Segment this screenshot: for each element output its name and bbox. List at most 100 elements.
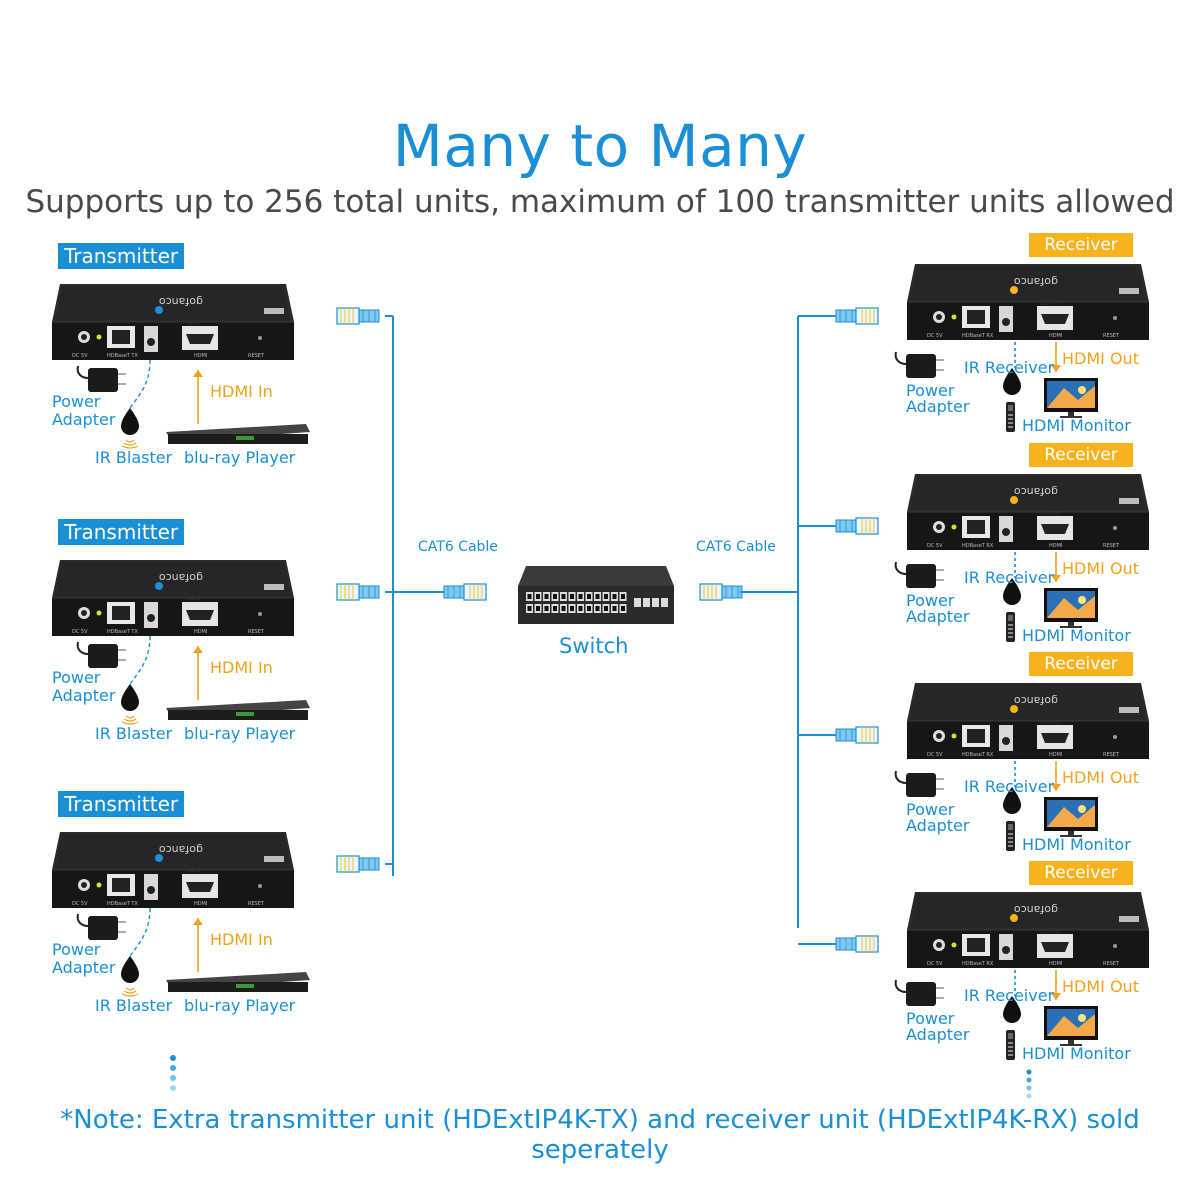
bluray-player-1	[166, 424, 310, 444]
device-front	[907, 302, 1149, 340]
player-display	[236, 712, 254, 716]
ir-eye-body	[1003, 368, 1021, 395]
network-switch	[518, 566, 674, 624]
hdmi-out-label-4: HDMI Out	[1062, 977, 1139, 996]
legend-reset: RESET	[248, 629, 265, 635]
ir-dashed-line-2	[129, 635, 151, 685]
ir-dashed-line-3	[129, 907, 151, 957]
legend-hdmi: HDMI	[1049, 333, 1062, 339]
brand-logo: gofanco	[159, 571, 203, 584]
hdmi-monitor-icon-2	[1044, 588, 1098, 628]
side-label	[1119, 916, 1139, 922]
player-label-1: blu-ray Player	[184, 448, 296, 467]
led	[96, 334, 102, 340]
side-label	[1119, 288, 1139, 294]
rx-more-dot-4	[1026, 1093, 1032, 1099]
side-label	[264, 308, 284, 314]
tx-more-dot-1	[170, 1055, 176, 1061]
rx-power-adapter-4	[894, 979, 944, 1006]
ir-receiver-label-1: IR Receiver	[964, 358, 1055, 377]
tx-cable-plug-3	[336, 855, 380, 873]
device-front	[907, 930, 1149, 968]
legend-hdmi: HDMI	[1049, 961, 1062, 967]
reset-hole	[1113, 735, 1117, 739]
hdmi-out-label-3: HDMI Out	[1062, 768, 1139, 787]
rx-power-label-line2-2: Adapter	[906, 607, 970, 626]
device-front	[907, 721, 1149, 759]
reset-hole	[258, 336, 262, 340]
receiver-tag-4: Receiver	[1029, 861, 1133, 885]
legend-dc: DC 5V	[72, 353, 88, 359]
adapter-body	[88, 916, 118, 940]
rx-more-dot-2	[1026, 1077, 1032, 1083]
brand-logo: gofanco	[1014, 694, 1058, 707]
player-display	[236, 984, 254, 988]
side-label	[264, 856, 284, 862]
rx-power-label-line2-1: Adapter	[906, 397, 970, 416]
bluray-player-2	[166, 700, 310, 720]
legend-hdbt: HDBaseT RX	[962, 333, 994, 339]
brand-logo: gofanco	[1014, 903, 1058, 916]
ir-receiver-icon-2	[1003, 578, 1021, 605]
ir-eye-body	[121, 956, 139, 983]
rx-power-adapter-1	[894, 351, 944, 378]
ir-eye-body	[121, 684, 139, 711]
rx-cable-plug-3	[835, 726, 879, 744]
legend-hdmi: HDMI	[1049, 543, 1062, 549]
legend-dc: DC 5V	[927, 752, 943, 758]
legend-hdbt: HDBaseT RX	[962, 752, 994, 758]
rx-power-label-line1-4: Power	[906, 1009, 955, 1028]
reset-hole	[1113, 526, 1117, 530]
legend-inout: OUTPUT	[1041, 929, 1062, 935]
remote-icon-4	[1006, 1030, 1015, 1060]
power-label-line2-1: Adapter	[52, 410, 116, 429]
led	[951, 524, 957, 530]
legend-inout: INPUT	[186, 597, 202, 603]
brand-dot	[155, 582, 163, 590]
brand-dot	[1010, 705, 1018, 713]
hdmi-monitor-icon-1	[1044, 378, 1098, 418]
legend-inout: INPUT	[186, 321, 202, 327]
power-adapter-2	[76, 641, 126, 668]
legend-hdmi: HDMI	[194, 901, 207, 907]
adapter-body	[906, 354, 936, 378]
tx-cable-plug-1	[336, 307, 380, 325]
legend-hdbt: HDBaseT TX	[107, 353, 138, 359]
power-adapter-1	[76, 365, 126, 392]
legend-inout: OUTPUT	[1041, 720, 1062, 726]
switch-top	[518, 566, 674, 586]
receiver-tag-1: Receiver	[1029, 233, 1133, 257]
reset-hole	[258, 884, 262, 888]
power-adapter-3	[76, 913, 126, 940]
hdmi-out-label-1: HDMI Out	[1062, 349, 1139, 368]
receiver-unit-3: gofanco DC 5V HDBaseT RX HDMI OUTPUT RESET	[907, 683, 1149, 759]
reset-hole	[258, 612, 262, 616]
legend-reset: RESET	[1103, 752, 1120, 758]
switch-left-plug	[443, 583, 487, 601]
rx-power-label-line1-2: Power	[906, 591, 955, 610]
legend-hdbt: HDBaseT TX	[107, 901, 138, 907]
switch-label: Switch	[559, 634, 629, 658]
ir-receiver-label-4: IR Receiver	[964, 986, 1055, 1005]
tx-cable-plug-2	[336, 583, 380, 601]
legend-hdmi: HDMI	[1049, 752, 1062, 758]
monitor-label-4: HDMI Monitor	[1022, 1044, 1131, 1063]
player-display	[236, 436, 254, 440]
brand-dot	[1010, 286, 1018, 294]
led	[951, 733, 957, 739]
transmitter-tag-3: Transmitter	[58, 791, 185, 817]
legend-inout: INPUT	[186, 869, 202, 875]
ir-blaster-label-3: IR Blaster	[95, 996, 173, 1015]
brand-logo: gofanco	[159, 295, 203, 308]
ir-blaster-icon-1	[121, 408, 139, 449]
rx-cable-plug-4	[835, 935, 879, 953]
reset-hole	[1113, 944, 1117, 948]
legend-hdmi: HDMI	[194, 353, 207, 359]
rx-power-label-line1-3: Power	[906, 800, 955, 819]
adapter-body	[906, 773, 936, 797]
adapter-body	[88, 368, 118, 392]
